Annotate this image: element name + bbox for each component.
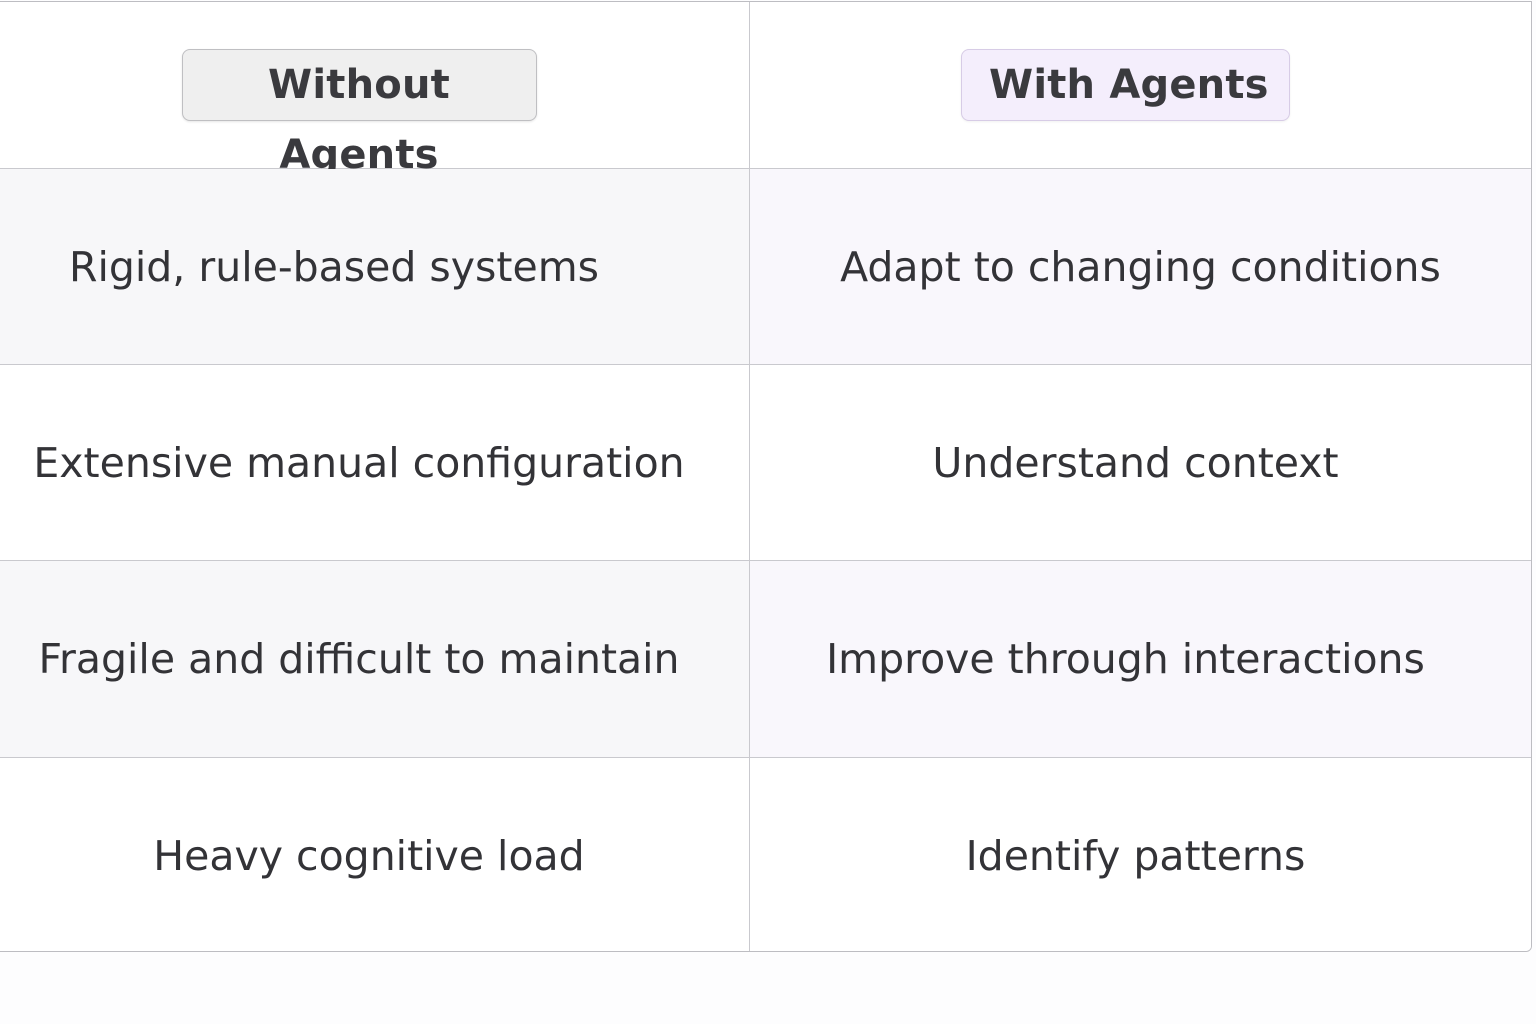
comparison-table: Without Agents With Agents Rigid, rule-b… [0,1,1532,952]
with-agents-cell: Understand context [750,365,1531,560]
without-agents-text: Extensive manual configuration [33,438,685,487]
table-row: Extensive manual configuration Understan… [0,365,1531,561]
with-agents-cell: Identify patterns [750,758,1531,951]
header-cell-without: Without Agents [0,2,750,178]
table-row: Fragile and difficult to maintain Improv… [0,561,1531,758]
table-row: Heavy cognitive load Identify patterns [0,758,1531,951]
without-agents-cell: Rigid, rule-based systems [0,169,750,364]
with-agents-text: Understand context [932,438,1339,487]
without-agents-cell: Heavy cognitive load [0,758,750,951]
with-agents-cell: Improve through interactions [750,561,1531,757]
with-agents-text: Identify patterns [965,831,1306,880]
with-agents-text: Adapt to changing conditions [840,242,1441,291]
header-cell-with: With Agents [750,2,1531,168]
table-row: Rigid, rule-based systems Adapt to chang… [0,169,1531,365]
without-agents-text: Heavy cognitive load [153,831,585,880]
table-header-row: Without Agents With Agents [0,2,1531,178]
without-agents-text: Rigid, rule-based systems [68,242,600,291]
with-agents-text: Improve through interactions [826,635,1425,683]
with-agents-header-badge: With Agents [961,49,1290,121]
with-agents-cell: Adapt to changing conditions [750,169,1531,364]
without-agents-header-badge: Without Agents [181,49,537,178]
without-agents-cell: Extensive manual configuration [0,365,750,560]
without-agents-cell: Fragile and difficult to maintain [0,561,750,757]
without-agents-text: Fragile and difficult to maintain [38,635,680,683]
